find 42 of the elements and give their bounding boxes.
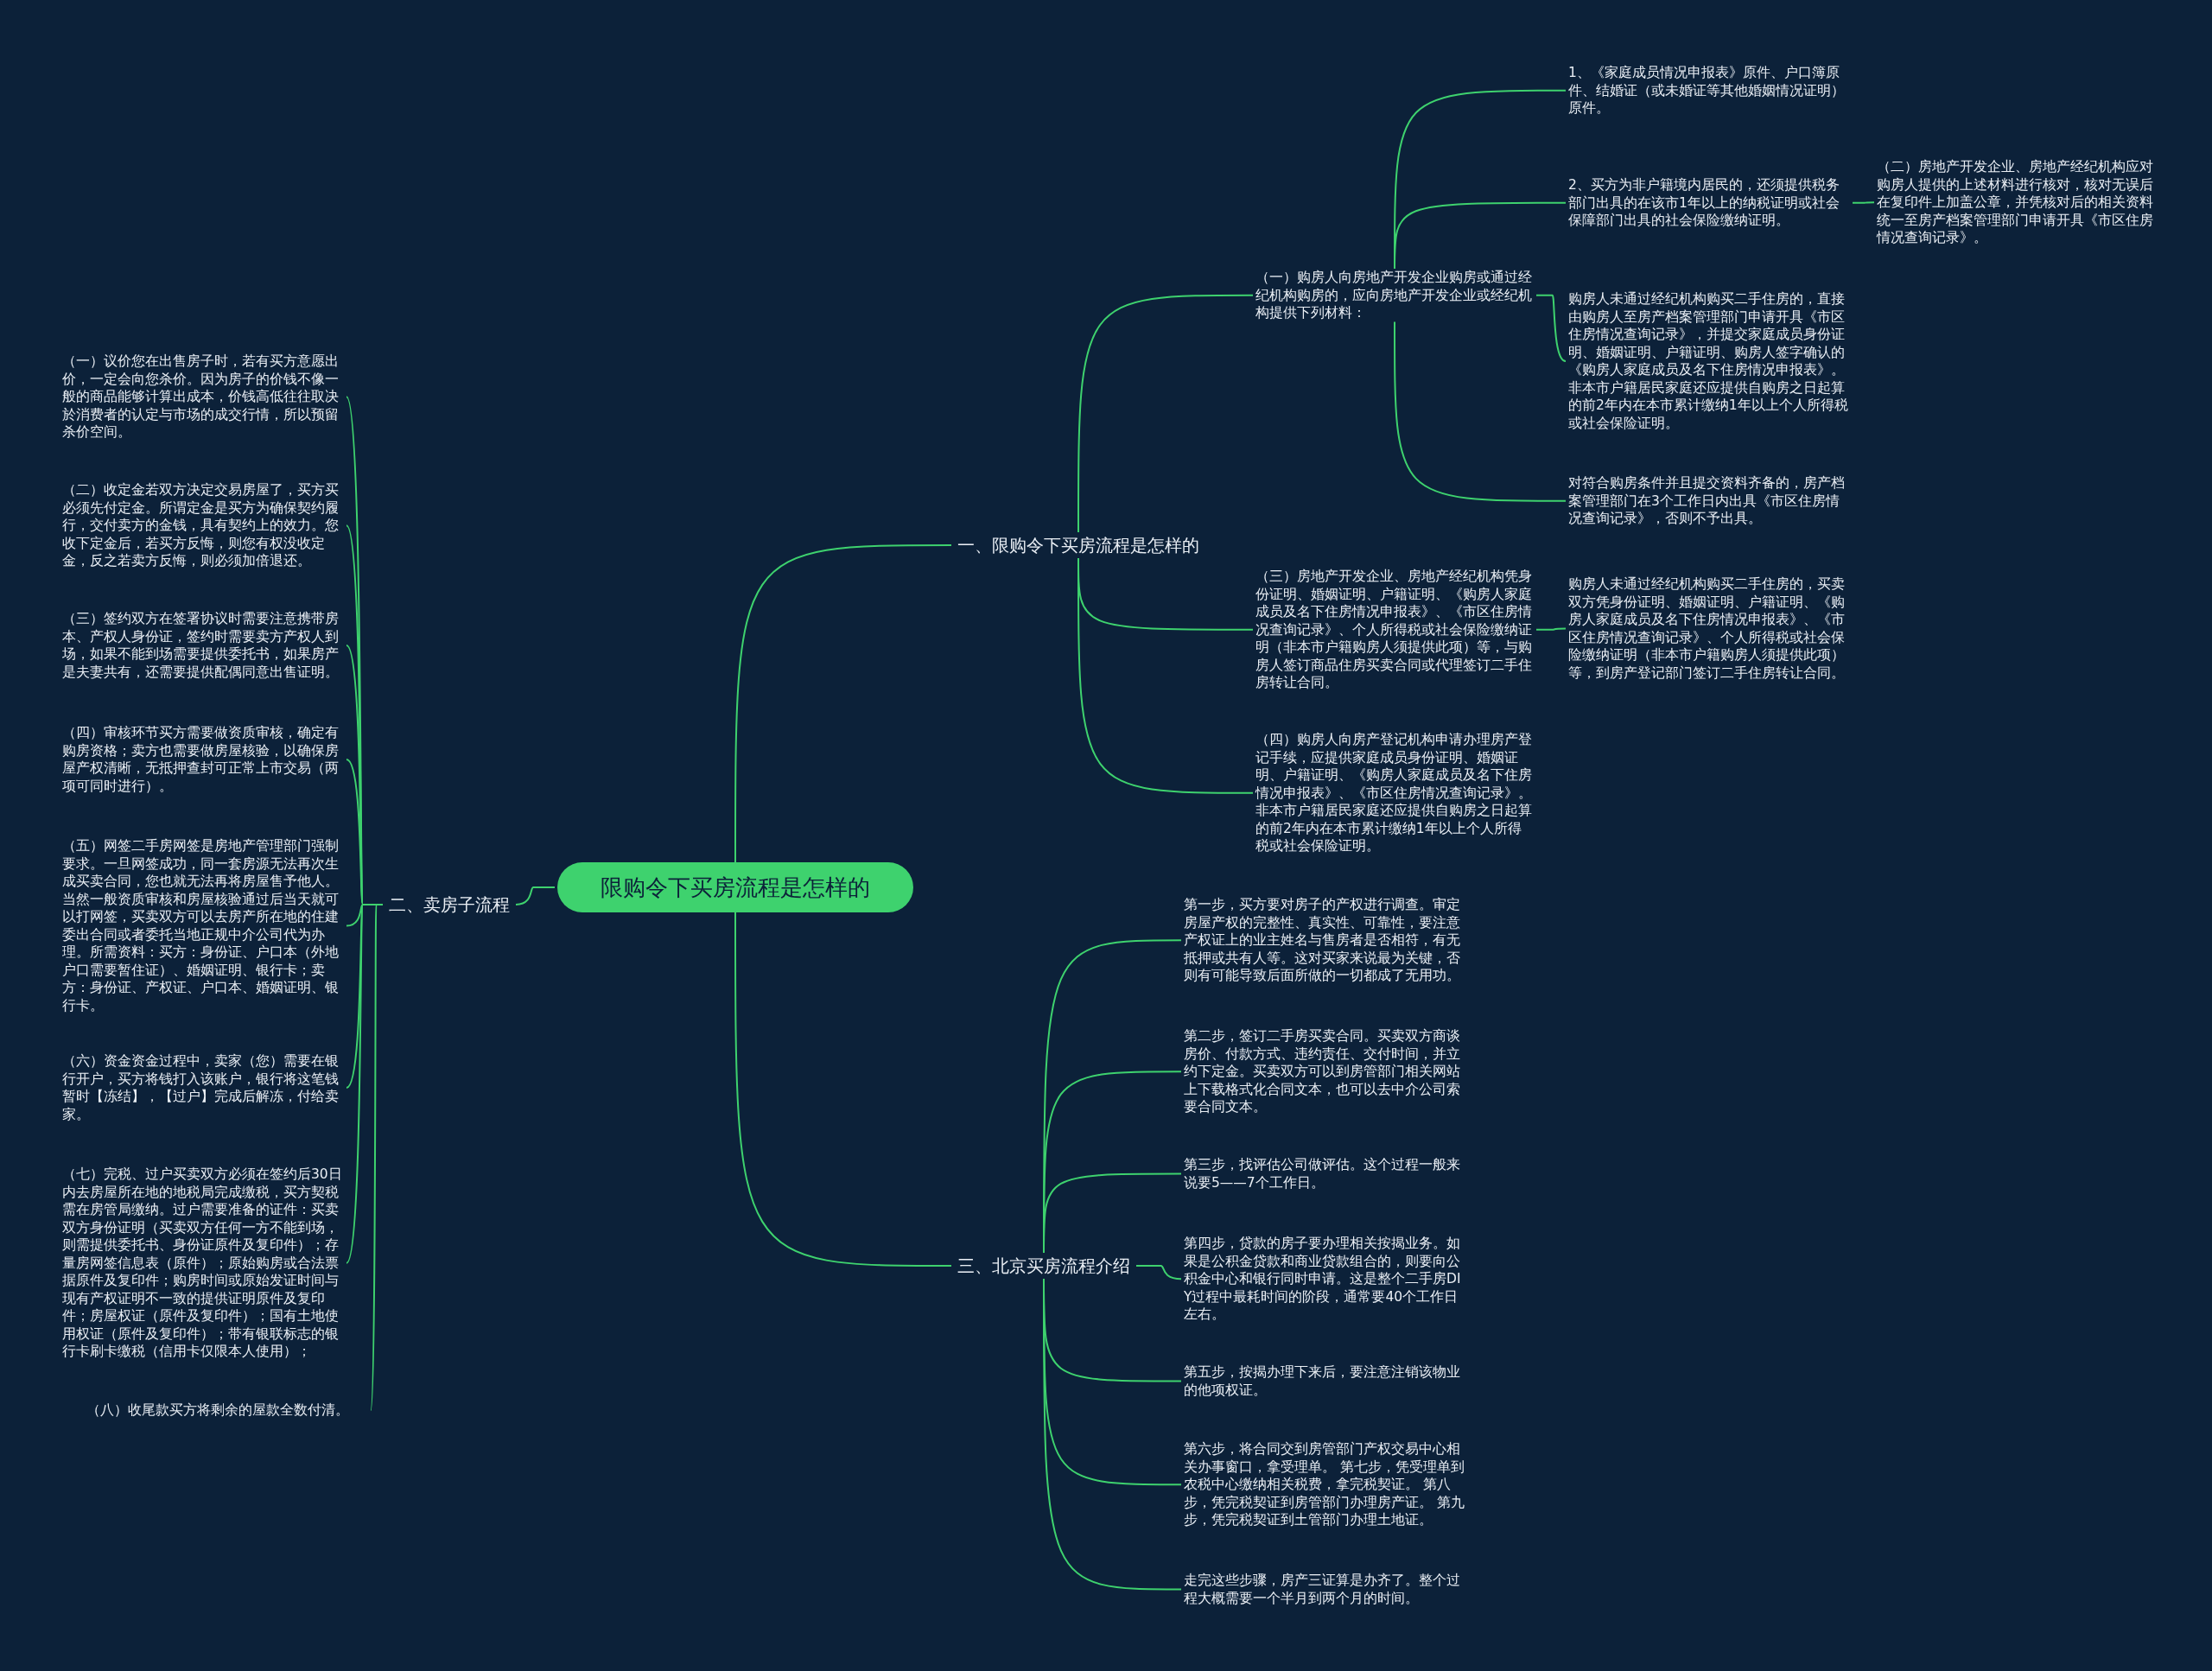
connector-line — [1394, 321, 1567, 502]
central-topic: 限购令下买房流程是怎样的 — [557, 862, 913, 912]
note-text: （七）完税、过户买卖双方必须在签约后30日内去房屋所在地的地税局完成缴税，买方契税需在房管局缴纳。过户需要准备的证件：买卖双方身份证明（买卖双方任何一方不能到场，则需提供委托书、身份证原件及复印件）；存量房网签信息表（原件）；原始购房或合法票据原件及复印件；购房时间或原始发证时间与现有产权证明不一致的提供证明原件及复印件；房屋权证（原件及复印件）；国有土地使用权证（原件及复印件）；带有银联标志的银行卡刷卡缴税（信用卡仅限本人使用）； — [62, 1166, 344, 1361]
note-text: （四）审核环节买方需要做资质审核，确定有购房资格；卖方也需要做房屋核验，以确保房屋产权清晰，无抵押查封可正常上市交易（两项可同时进行）。 — [62, 724, 344, 795]
connector-line — [1077, 557, 1254, 794]
connector-line — [734, 544, 952, 863]
note-text: （三）房地产开发企业、房地产经纪机构凭身份证明、婚姻证明、户籍证明、《购房人家庭成员及名下住房情况申报表》、《市区住房情况查询记录》、个人所得税或社会保险缴纳证明（非本市户籍购房人须提供此项）等，与购房人签订商品住房买卖合同或代理签订二手住房转让合同。 — [1255, 568, 1534, 692]
note-text: 第三步，找评估公司做评估。这个过程一般来说要5——7个工作日。 — [1184, 1156, 1465, 1191]
branch-topic: 一、限购令下买房流程是怎样的 — [954, 532, 1203, 558]
note-text: （一）议价您在出售房子时，若有买方意愿出价，一定会向您杀价。因为房子的价钱不像一般的商品能够计算出成本，价钱高低往往取决於消费者的认定与市场的成交行情，所以预留杀价空间。 — [62, 353, 344, 442]
connector-line — [1043, 1172, 1182, 1254]
note-text: 购房人未通过经纪机构购买二手住房的，买卖双方凭身份证明、婚姻证明、户籍证明、《购房人家庭成员及名下住房情况申报表》、《市区住房情况查询记录》、个人所得税或社会保险缴纳证明（非本市户籍购房人须提供此项）等，到房产登记部门签订二手住房转让合同。 — [1568, 575, 1850, 682]
note-text: （二）收定金若双方决定交易房屋了，买方买必须先付定金。所谓定金是买方为确保契约履行，交付卖方的金钱，具有契约上的效力。您收下定金后，若买方反悔，则您有权没收定金，反之若卖方反悔，则必须加倍退还。 — [62, 481, 344, 570]
note-text: （三）签约双方在签署协议时需要注意携带房本、产权人身份证，签约时需要卖方产权人到场，如果不能到场需要提供委托书，如果房产是夫妻共有，还需要提供配偶同意出售证明。 — [62, 610, 344, 681]
note-text: 第一步，买方要对房子的产权进行调查。审定房屋产权的完整性、真实性、可靠性，要注意产权证上的业主姓名与售房者是否相符，有无抵押或共有人等。这对买家来说最为关键，否则有可能导致后面所做的一切都成了无用功。 — [1184, 896, 1465, 985]
branch-topic: 三、北京买房流程介绍 — [954, 1253, 1134, 1279]
note-text: 1、《家庭成员情况申报表》原件、户口簿原件、结婚证（或未婚证等其他婚姻情况证明）原件。 — [1568, 64, 1850, 118]
note-text: （六）资金资金过程中，卖家（您）需要在银行开户，买方将钱打入该账户，银行将这笔钱暂时【冻结】，【过户】完成后解冻，付给卖家。 — [62, 1052, 344, 1123]
note-text: 第四步，贷款的房子要办理相关按揭业务。如果是公积金贷款和商业贷款组合的，则要向公积金中心和银行同时申请。这是整个二手房DIY过程中最耗时间的阶段，通常要40个工作日左右。 — [1184, 1235, 1465, 1324]
note-text: 第五步，按揭办理下来后，要注意注销该物业的他项权证。 — [1184, 1363, 1465, 1399]
note-text: 走完这些步骤，房产三证算是办齐了。整个过程大概需要一个半月到两个月的时间。 — [1184, 1572, 1465, 1607]
note-text: 2、买方为非户籍境内居民的，还须提供税务部门出具的在该市1年以上的纳税证明或社会保障部门出具的社会保险缴纳证明。 — [1568, 176, 1850, 230]
connector-line — [1535, 294, 1567, 362]
connector-line — [1135, 1265, 1182, 1280]
connector-line — [515, 886, 556, 905]
note-text: （八）收尾款买方将剩余的屋款全数付清。 — [86, 1401, 368, 1420]
connector-line — [734, 912, 952, 1267]
note-text: （二）房地产开发企业、房地产经纪机构应对购房人提供的上述材料进行核对，核对无误后在复印件上加盖公章，并凭核对后的相关资料统一至房产档案管理部门申请开具《市区住房情况查询记录》。 — [1877, 158, 2158, 247]
note-text: （四）购房人向房产登记机构申请办理房产登记手续，应提供家庭成员身份证明、婚姻证明、户籍证明、《购房人家庭成员及名下住房情况申报表》、《市区住房情况查询记录》。非本市户籍居民家庭还应提供自购房之日起算的前2年内在本市累计缴纳1年以上个人所得税或社会保险证明。 — [1255, 731, 1534, 855]
connector-line — [1535, 627, 1567, 631]
note-text: 购房人未通过经纪机构购买二手住房的，直接由购房人至房产档案管理部门申请开具《市区住房情况查询记录》，并提交家庭成员身份证明、婚姻证明、户籍证明、购房人签字确认的《购房人家庭成员及名下住房情况申报表》。非本市户籍居民家庭还应提供自购房之日起算的前2年内在本市累计缴纳1年以上个人所得税或社会保险证明。 — [1568, 290, 1850, 432]
note-text: （一）购房人向房地产开发企业购房或通过经纪机构购房的，应向房地产开发企业或经纪机构提供下列材料： — [1255, 269, 1534, 322]
branch-topic: 二、卖房子流程 — [385, 892, 513, 918]
note-text: （五）网签二手房网签是房地产管理部门强制要求。一旦网签成功，同一套房源无法再次生成买卖合同，您也就无法再将房屋售予他人。当然一般资质审核和房屋核验通过后当天就可以打网签，买卖双方可以去房产所在地的住建委出合同或者委托当地正规中介公司代为办理。所需资料：买方：身份证、户口本（外地户口需要暂住证）、婚姻证明、银行卡；卖方：身份证、产权证、户口本、婚姻证明、银行卡。 — [62, 837, 344, 1014]
note-text: 第二步，签订二手房买卖合同。买卖双方商谈房价、付款方式、违约责任、交付时间，并立约下定金。买卖双方可以到房管部门相关网站上下载格式化合同文本，也可以去中介公司索要合同文本。 — [1184, 1027, 1465, 1116]
connector-line — [1394, 201, 1567, 270]
connector-line — [1852, 201, 1875, 204]
note-text: 第六步，将合同交到房管部门产权交易中心相关办事窗口，拿受理单。 第七步，凭受理单到农税中心缴纳相关税费，拿完税契证。 第八步，凭完税契证到房管部门办理房产证。 第九步，凭完税契证到土管部门办理土地证。 — [1184, 1440, 1465, 1529]
connector-line — [1077, 294, 1254, 533]
note-text: 对符合购房条件并且提交资料齐备的，房产档案管理部门在3个工作日内出具《市区住房情况查询记录》，否则不予出具。 — [1568, 474, 1850, 528]
connector-line — [1043, 1278, 1182, 1591]
connector-line — [370, 904, 384, 1412]
